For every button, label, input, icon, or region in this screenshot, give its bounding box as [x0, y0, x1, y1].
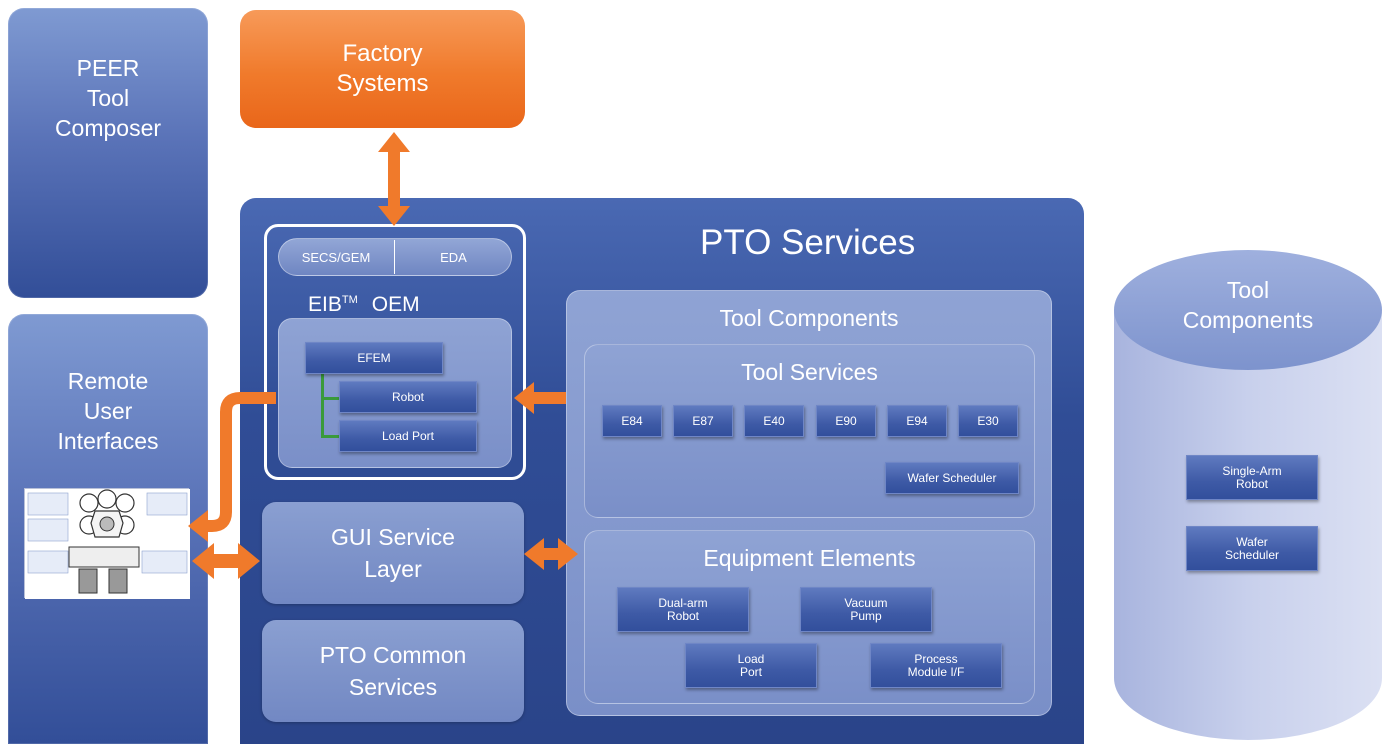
efem-tree-line-robot — [321, 397, 339, 400]
remote-gui-arrow — [192, 543, 260, 579]
process-module-chip: Process Module I/F — [870, 643, 1002, 688]
peer-tool-composer-panel: PEER Tool Composer — [8, 8, 208, 298]
load-port-element-label: Load Port — [737, 651, 765, 679]
secs-gem-label: SECS/GEM — [301, 249, 371, 265]
secs-eda-divider — [394, 240, 395, 274]
gui-service-layer-label: GUI Service Layer — [331, 524, 455, 582]
wafer-scheduler-chip: Wafer Scheduler — [885, 462, 1019, 494]
tool-components-oem-arrow — [514, 382, 566, 414]
factory-systems-label: Factory Systems — [336, 40, 429, 97]
tool-components-db-text: Tool Components — [1182, 277, 1314, 333]
secs-eda-bar — [278, 238, 512, 276]
single-arm-robot-label: Single-Arm Robot — [1222, 463, 1282, 491]
eib-frame — [264, 224, 526, 480]
oem-remote-ui-arrow — [204, 392, 276, 532]
vacuum-pump-label: Vacuum Pump — [844, 595, 888, 623]
pto-services-title: PTO Services — [700, 223, 916, 262]
eda-label: EDA — [440, 249, 467, 265]
gui-service-layer-box: GUI Service Layer — [262, 502, 524, 604]
robot-chip: Robot — [339, 381, 477, 413]
remote-ui-thumbnail — [24, 488, 190, 599]
tool-components-db-label: Tool Components — [1112, 270, 1384, 340]
load-port-chip: Load Port — [339, 420, 477, 452]
remote-ui-label: Remote User Interfaces — [57, 368, 159, 454]
peer-tool-composer-label: PEER Tool Composer — [54, 55, 162, 141]
tool-components-title: Tool Components — [719, 304, 899, 331]
pto-common-services-label: PTO Common Services — [319, 642, 467, 700]
eib-label: EIB — [308, 293, 342, 316]
e40-chip: E40 — [744, 405, 804, 437]
gui-equipment-arrow — [524, 538, 578, 570]
dual-arm-robot-label: Dual-arm Robot — [658, 595, 708, 623]
e90-chip: E90 — [816, 405, 876, 437]
db-wafer-scheduler-label: Wafer Scheduler — [1224, 534, 1280, 562]
tool-services-title: Tool Services — [741, 358, 878, 385]
tm-mark: TM — [341, 294, 358, 306]
db-wafer-scheduler-chip: Wafer Scheduler — [1186, 526, 1318, 571]
dual-arm-robot-chip: Dual-arm Robot — [617, 587, 749, 632]
eib-oem-heading: EIBTM OEM — [308, 287, 420, 318]
e94-chip: E94 — [887, 405, 947, 437]
vacuum-pump-chip: Vacuum Pump — [800, 587, 932, 632]
factory-eib-arrow — [378, 132, 410, 226]
equipment-layout-image — [25, 489, 190, 599]
tool-components-cylinder — [1114, 250, 1382, 740]
e87-chip: E87 — [673, 405, 733, 437]
e30-chip: E30 — [958, 405, 1018, 437]
process-module-label: Process Module I/F — [907, 651, 965, 679]
efem-chip: EFEM — [305, 342, 443, 374]
factory-systems-box: Factory Systems — [240, 10, 525, 128]
equipment-elements-title: Equipment Elements — [703, 544, 916, 571]
e84-chip: E84 — [602, 405, 662, 437]
oem-remote-ui-arrowhead — [188, 510, 208, 542]
efem-tree-line-loadport — [321, 435, 339, 438]
oem-label: OEM — [371, 293, 420, 316]
load-port-element-chip: Load Port — [685, 643, 817, 688]
single-arm-robot-chip: Single-Arm Robot — [1186, 455, 1318, 500]
pto-common-services-box: PTO Common Services — [262, 620, 524, 722]
efem-tree-line-vertical — [321, 374, 324, 438]
